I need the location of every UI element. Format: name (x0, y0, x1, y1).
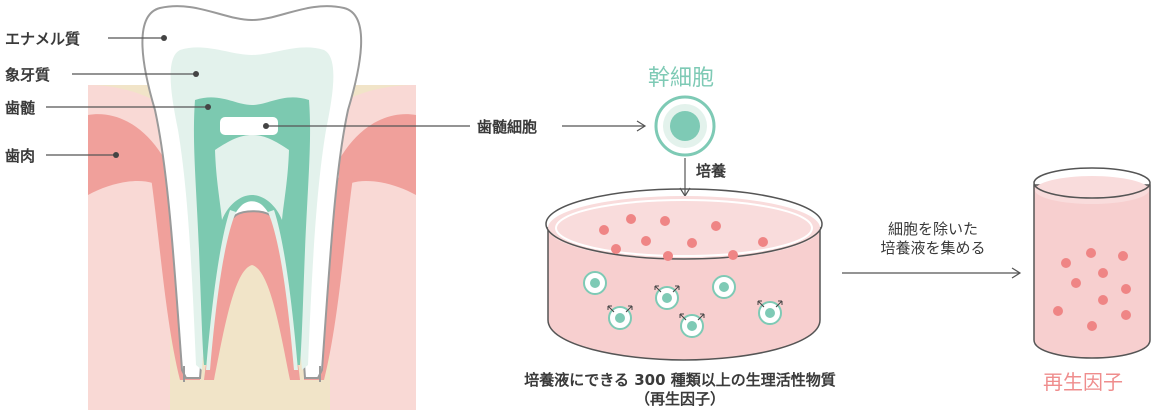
beaker (1033, 167, 1151, 359)
dentin-label: 象牙質 (5, 66, 51, 84)
dish-cell (758, 301, 782, 325)
dish-cells (583, 271, 782, 338)
stem-cell-icon (654, 95, 716, 157)
dish-cell (712, 275, 736, 299)
dish-inner-rim (555, 199, 813, 257)
root-canal-left (206, 210, 236, 370)
stem-cell-title: 幹細胞 (648, 66, 715, 91)
gum-label: 歯肉 (5, 147, 36, 165)
tooth-illustration (88, 5, 416, 410)
dish-cell (583, 271, 607, 295)
arrow-to-beaker (842, 267, 1022, 279)
gum-tissue (88, 114, 416, 195)
enamel-dot (161, 35, 167, 41)
petri-dish (545, 188, 823, 361)
product-caption: 培養液にできる 300 種類以上の生理活性物質 （再生因子） (470, 371, 890, 409)
leader-lines (46, 35, 470, 158)
pulp-cell-label: 歯髄細胞 (477, 118, 538, 136)
beaker-factor-dots (1053, 248, 1131, 331)
beaker-rim (1033, 167, 1151, 199)
gum-dot (113, 152, 119, 158)
root-canal-right (268, 210, 298, 370)
product-caption-line2: （再生因子） (634, 390, 725, 408)
dish-cell (655, 286, 679, 310)
beaker-top-fill (1035, 176, 1149, 204)
gum-root-middle (204, 202, 300, 380)
enamel-label: エナメル質 (5, 30, 81, 48)
pulp-dot (205, 104, 211, 110)
pulp-cell-marker (220, 117, 278, 135)
dish-fluid-top (548, 196, 820, 260)
process-caption-line2: 培養液を集める (880, 239, 986, 257)
dish-cell (608, 306, 632, 330)
dentin-dot (193, 71, 199, 77)
arrow-to-stem-cell (562, 120, 647, 132)
product-caption-line1: 培養液にできる 300 種類以上の生理活性物質 (524, 371, 836, 389)
secretion-arrows (607, 285, 783, 321)
process-caption: 細胞を除いた 培養液を集める (858, 220, 1008, 258)
pulp-cell-dot (263, 123, 269, 129)
dish-cell (680, 314, 704, 338)
dish-rim (545, 188, 823, 260)
process-caption-line1: 細胞を除いた (887, 220, 978, 238)
factor-dots (599, 214, 768, 261)
regeneration-factor-title: 再生因子 (1043, 370, 1123, 394)
beaker-body (1033, 184, 1151, 359)
tooth-inner-gap (215, 135, 289, 220)
arrow-down-culture (679, 158, 691, 198)
pulp-label: 歯髄 (5, 99, 36, 117)
culture-label: 培養 (696, 162, 727, 180)
